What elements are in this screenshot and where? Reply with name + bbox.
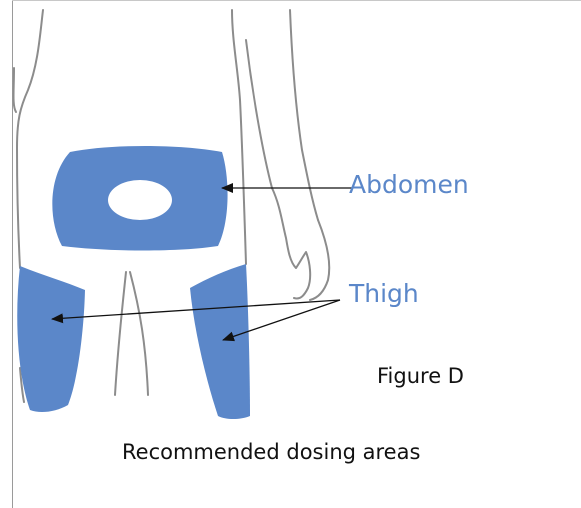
right-arm-inner [246,40,272,188]
left-arm-line [14,68,17,112]
thigh-label: Thigh [349,279,419,308]
right-torso-line [232,10,246,264]
hand-outline [272,188,329,300]
right-inner-leg [130,272,148,395]
abdomen-label: Abdomen [349,170,469,199]
right-thigh-dosing-area [190,264,250,419]
left-inner-leg [115,272,126,395]
left-thigh-dosing-area [17,266,85,412]
figure-caption: Recommended dosing areas [122,440,420,464]
abdomen-dosing-area [52,146,227,251]
figure-label: Figure D [377,364,464,388]
left-torso-line [17,10,43,268]
